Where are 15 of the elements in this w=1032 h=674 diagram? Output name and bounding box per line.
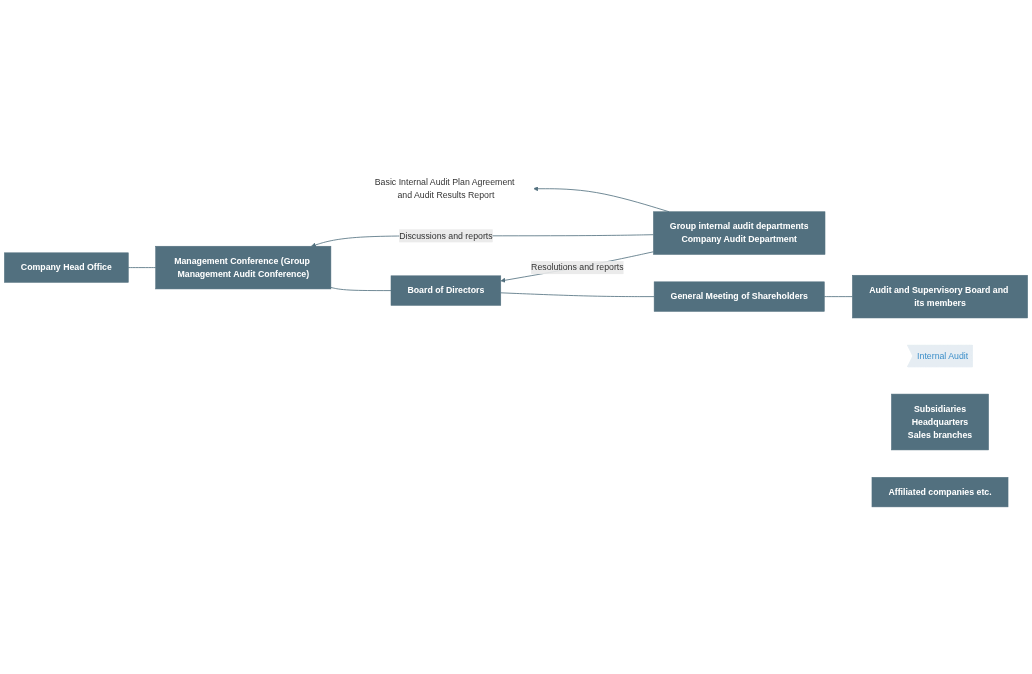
node-box: Management Conference (Group Management Audit Conference) (155, 245, 332, 290)
node-box: Audit and Supervisory Board and its members (852, 274, 1028, 319)
node-box: Company Head Office (4, 252, 129, 283)
node-text: Basic Internal Audit Plan Agreement and Audit Results Report (374, 177, 515, 200)
edge-label: Resolutions and reports (531, 262, 624, 272)
connector (823, 296, 853, 297)
connector (500, 292, 655, 297)
node-box: Affiliated companies etc. (871, 476, 1009, 507)
node-box: General Meeting of Shareholders (653, 281, 825, 312)
edge-label: Discussions and reports (399, 230, 493, 241)
node-box: Subsidiaries Headquarters Sales branches (891, 393, 989, 451)
connector (127, 267, 157, 268)
node-box: Group internal audit departments Company Audit Department (653, 211, 826, 255)
connector (330, 286, 392, 291)
node-box: Board of Directors (390, 275, 502, 306)
